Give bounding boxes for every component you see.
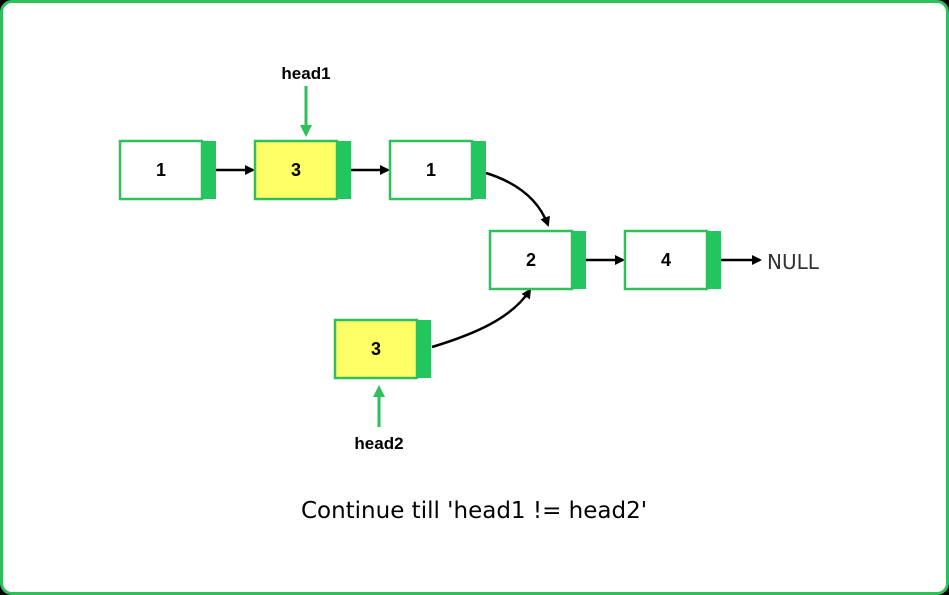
list-node: 1 — [388, 139, 486, 201]
link-n6-n4 — [431, 288, 532, 349]
head1-label: head1 — [281, 64, 330, 83]
node-next-pointer — [572, 231, 586, 289]
node-value: 3 — [291, 160, 301, 180]
node-value: 4 — [661, 250, 671, 270]
node-next-pointer — [707, 231, 721, 289]
head2-label: head2 — [354, 434, 403, 453]
null-label: NULL — [767, 250, 820, 274]
list-node: 3 — [253, 139, 351, 201]
node-next-pointer — [337, 141, 351, 199]
node-box — [388, 139, 474, 201]
node-box — [488, 229, 574, 291]
node-value: 1 — [426, 160, 436, 180]
node-next-pointer — [202, 141, 216, 199]
node-value: 1 — [156, 160, 166, 180]
list-node: 2 — [488, 229, 586, 291]
node-box — [333, 318, 419, 380]
node-value: 2 — [526, 250, 536, 270]
node-box — [623, 229, 709, 291]
node-value: 3 — [371, 339, 381, 359]
node-next-pointer — [472, 141, 486, 199]
list-node: 4 — [623, 229, 721, 291]
node-next-pointer — [417, 320, 431, 378]
caption: Continue till 'head1 != head2' — [301, 498, 647, 524]
link-n3-n4 — [485, 171, 550, 227]
list-node: 1 — [118, 139, 216, 201]
list-node: 3 — [333, 318, 431, 380]
